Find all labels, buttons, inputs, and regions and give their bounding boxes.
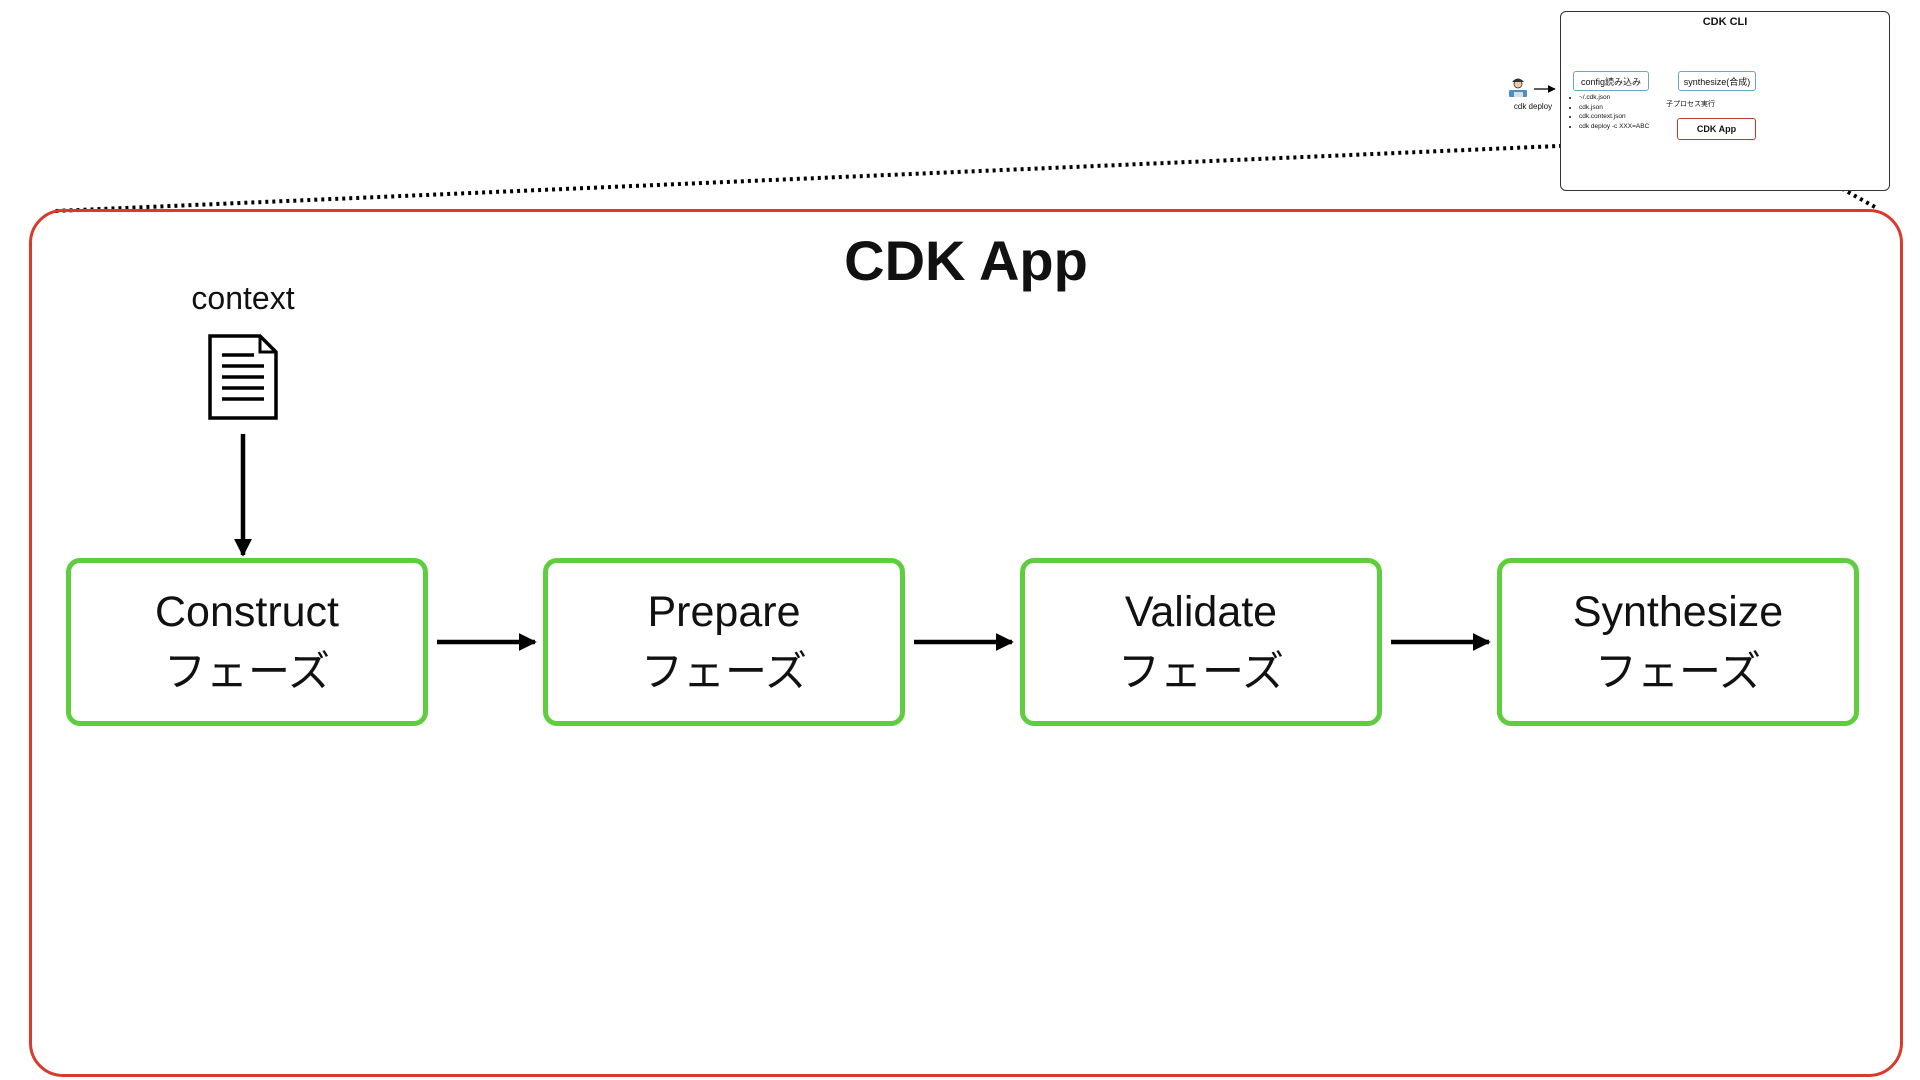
phase-name: Construct — [154, 588, 339, 636]
subprocess-label: 子プロセス実行 — [1666, 101, 1715, 108]
phase-name: Validate — [1124, 588, 1278, 636]
config-source-list: ~/.cdk.json cdk.json cdk.context.json cd… — [1571, 93, 1679, 131]
config-source-item: cdk deploy -c XXX=ABC — [1579, 122, 1679, 132]
zoom-line-left — [54, 139, 1675, 213]
phase-construct: Construct フェーズ — [66, 558, 428, 726]
user-icon — [1509, 78, 1527, 97]
phase-sub-label: フェーズ — [1118, 648, 1284, 695]
phase-synthesize: Synthesize フェーズ — [1497, 558, 1859, 726]
config-source-item: cdk.context.json — [1579, 112, 1679, 122]
cdk-app-title: CDK App — [844, 229, 1088, 292]
context-label: context — [191, 280, 295, 316]
cdk-cli-title: CDK CLI — [1702, 16, 1748, 28]
phase-name: Synthesize — [1572, 588, 1784, 636]
cdk-deploy-label: cdk deploy — [1513, 102, 1553, 111]
synthesize-box: synthesize(合成) — [1678, 71, 1756, 91]
phase-prepare: Prepare フェーズ — [543, 558, 905, 726]
config-source-item: cdk.json — [1579, 103, 1679, 113]
phase-sub-label: フェーズ — [1595, 648, 1761, 695]
config-load-box: config読み込み — [1573, 71, 1649, 91]
phase-validate: Validate フェーズ — [1020, 558, 1382, 726]
cdk-cli-panel: CDK CLI — [1560, 11, 1890, 191]
mini-cdk-app-box: CDK App — [1677, 118, 1756, 140]
config-source-item: ~/.cdk.json — [1579, 93, 1679, 103]
phase-sub-label: フェーズ — [641, 648, 807, 695]
phase-name: Prepare — [647, 588, 801, 636]
phase-sub-label: フェーズ — [164, 648, 330, 695]
cdk-app-frame — [29, 209, 1903, 1077]
document-icon — [208, 334, 278, 420]
